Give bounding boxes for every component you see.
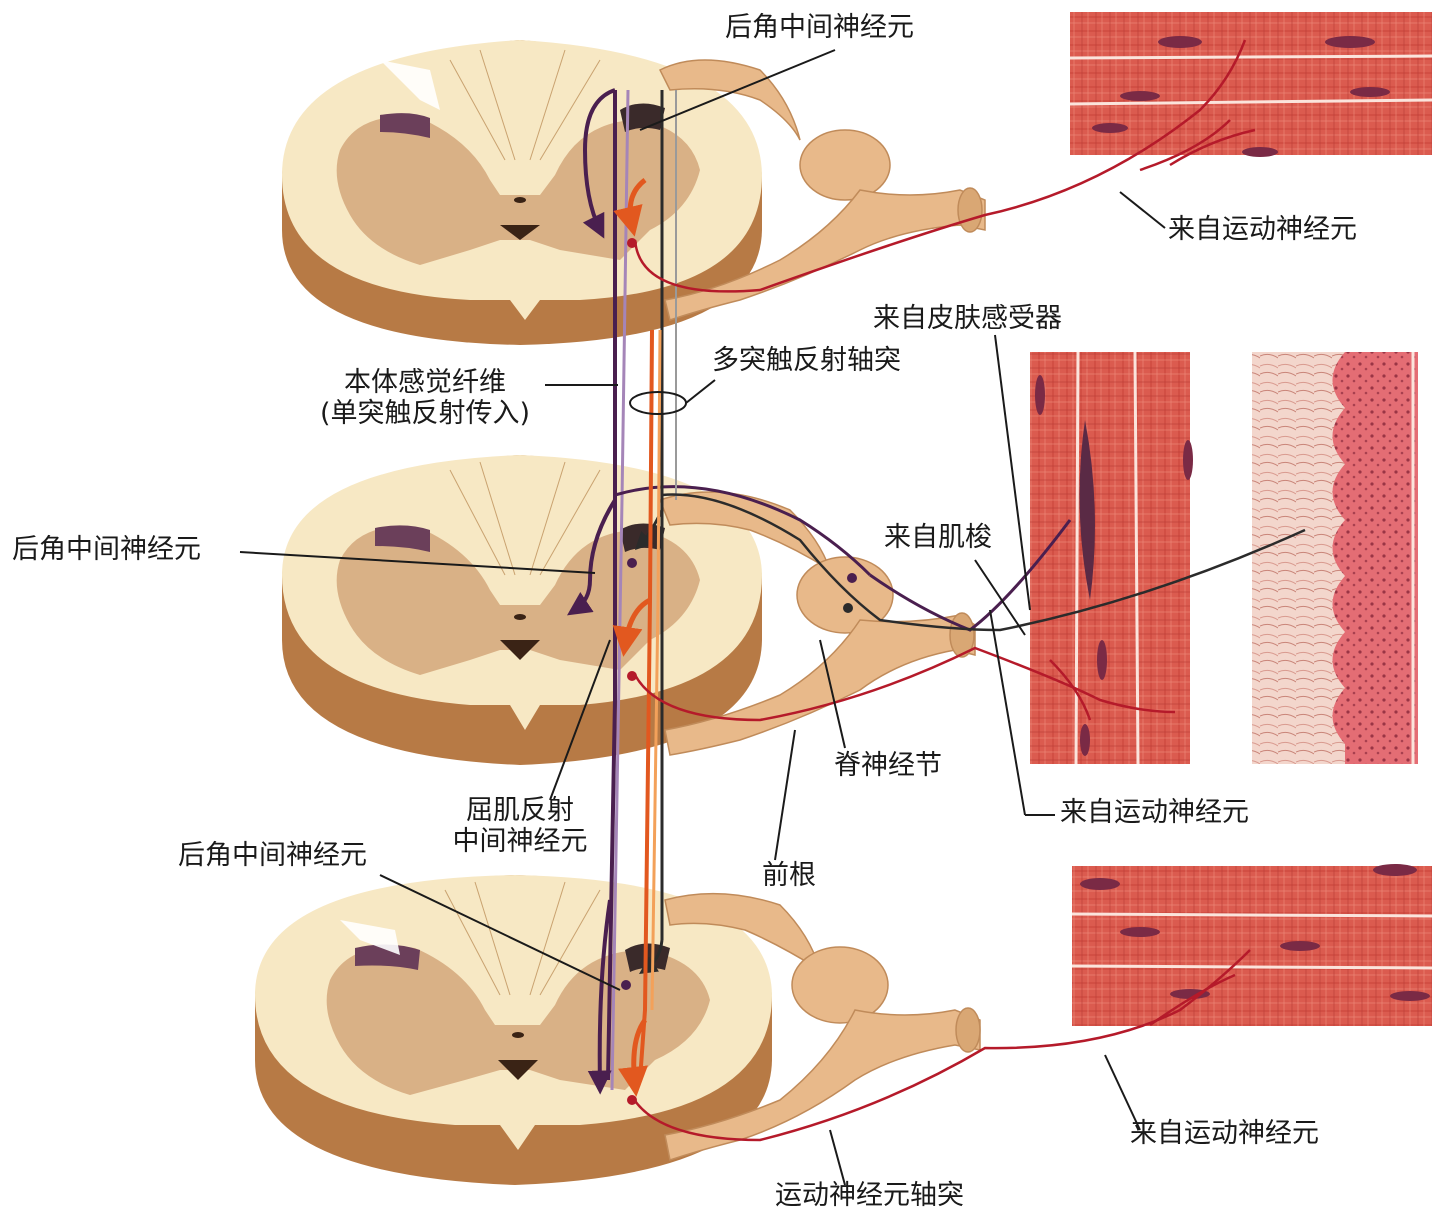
label-spinal-ganglion: 脊神经节 xyxy=(834,750,942,781)
label-from-skin-receptor: 来自皮肤感受器 xyxy=(873,303,1062,334)
skin-block xyxy=(1252,352,1418,764)
label-flexor-reflex-line1: 屈肌反射 xyxy=(430,795,610,826)
label-from-motor-neuron-middle: 来自运动神经元 xyxy=(1060,797,1249,828)
label-from-muscle-spindle: 来自肌梭 xyxy=(884,522,992,553)
label-bottom-dorsal-interneuron: 后角中间神经元 xyxy=(178,840,367,871)
label-from-motor-neuron-bottom: 来自运动神经元 xyxy=(1130,1118,1319,1149)
label-somatic-sensory-fiber: 本体感觉纤维 (单突触反射传入) xyxy=(300,367,550,429)
label-anterior-root: 前根 xyxy=(762,860,816,891)
label-motor-neuron-axon: 运动神经元轴突 xyxy=(775,1180,964,1211)
label-top-dorsal-interneuron: 后角中间神经元 xyxy=(725,12,914,43)
label-flexor-reflex-interneuron: 屈肌反射 中间神经元 xyxy=(430,795,610,857)
label-from-motor-neuron-top: 来自运动神经元 xyxy=(1168,214,1357,245)
muscle-bottom xyxy=(1072,864,1432,1026)
label-flexor-reflex-line2: 中间神经元 xyxy=(430,826,610,857)
label-somatic-sensory-fiber-line2: (单突触反射传入) xyxy=(300,398,550,429)
muscle-top xyxy=(1070,12,1432,157)
label-middle-dorsal-interneuron: 后角中间神经元 xyxy=(12,534,201,565)
label-somatic-sensory-fiber-line1: 本体感觉纤维 xyxy=(300,367,550,398)
label-polysynaptic-axon: 多突触反射轴突 xyxy=(712,345,901,376)
